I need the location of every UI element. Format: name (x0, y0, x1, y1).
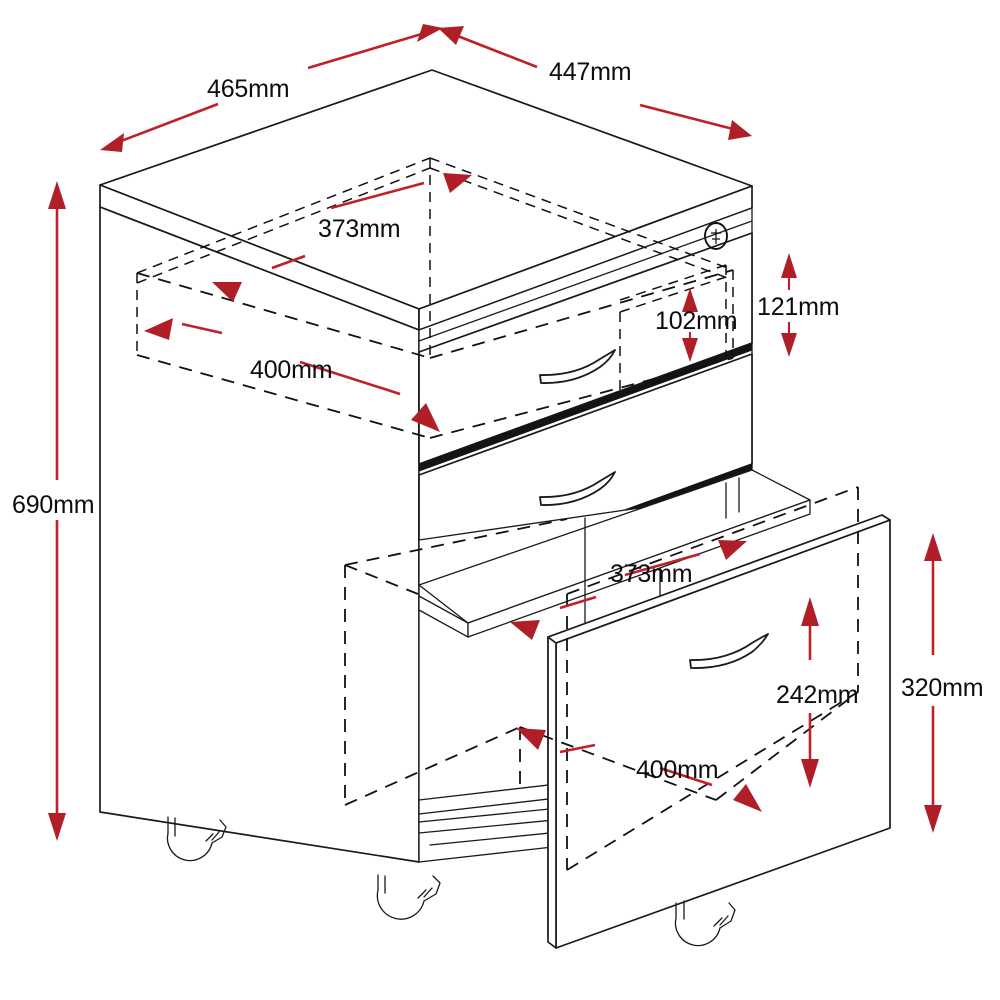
dimension-242mm: 242mm (776, 597, 859, 788)
bottom-drawer-open[interactable] (547, 514, 891, 949)
dimension-400mm-top-label: 400mm (250, 356, 332, 384)
dimension-320mm: 320mm (901, 533, 984, 833)
dimension-400mm-bottom: 400mm (516, 728, 762, 812)
caster-front-right (674, 900, 736, 947)
dimension-102mm: 102mm (655, 288, 738, 362)
dimension-373mm-top-label: 373mm (318, 215, 400, 243)
cam-lock[interactable] (704, 222, 728, 250)
handle-bottom-drawer[interactable] (689, 633, 769, 669)
top-drawer-hidden-outline (136, 157, 734, 439)
dimension-102mm-label: 102mm (655, 307, 737, 335)
dimension-242mm-label: 242mm (776, 681, 858, 709)
dimension-320mm-label: 320mm (901, 674, 983, 702)
dimension-465mm: 465mm (100, 24, 443, 152)
dimension-447mm: 447mm (438, 26, 752, 140)
handle-middle-drawer[interactable] (539, 471, 616, 506)
dimension-690mm-label: 690mm (12, 491, 94, 519)
dimension-373mm-bottom-label: 373mm (610, 560, 692, 588)
dimension-447mm-label: 447mm (549, 58, 631, 86)
caster-rear-left (166, 816, 227, 862)
bottom-drawer-hidden-outline (344, 486, 859, 871)
handle-top-drawer[interactable] (539, 349, 616, 384)
dimension-121mm: 121mm (757, 253, 840, 357)
dimension-121mm-label: 121mm (757, 293, 839, 321)
dimension-465mm-label: 465mm (207, 75, 289, 103)
cabinet-top-panel (99, 69, 753, 331)
dimension-373mm-bottom: 373mm (510, 540, 747, 640)
dimension-690mm: 690mm (12, 181, 95, 841)
dimension-400mm-bottom-label: 400mm (636, 756, 718, 784)
caster-front-left (376, 874, 441, 920)
dimension-400mm-top: 400mm (144, 318, 440, 432)
dimension-373mm-top: 373mm (212, 173, 472, 302)
